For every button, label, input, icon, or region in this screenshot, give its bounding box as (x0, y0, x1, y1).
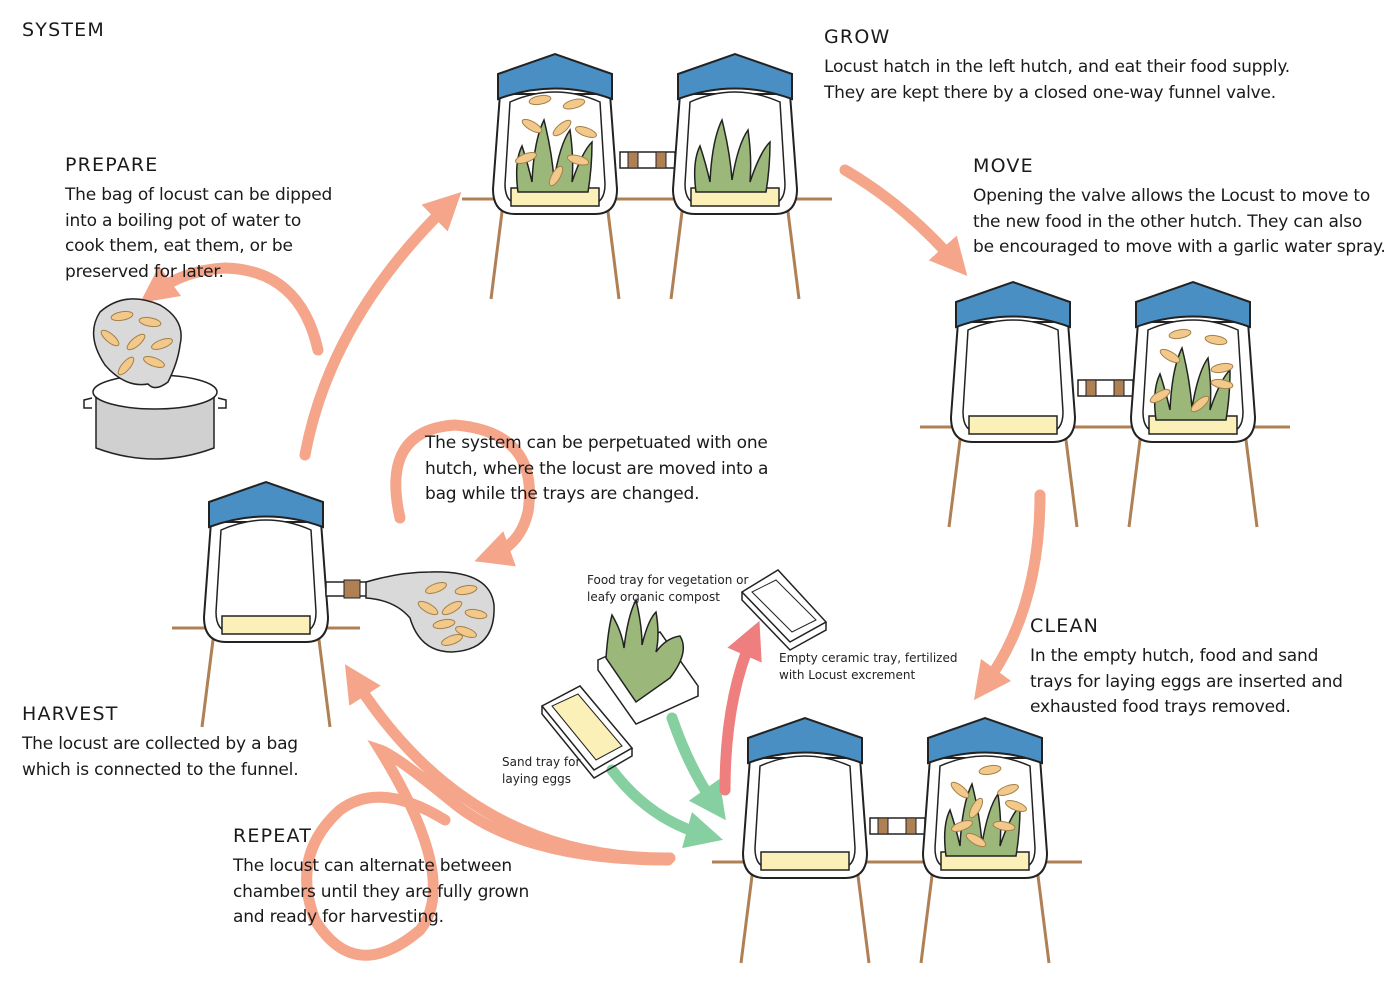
arrow-perpetuate-loop (390, 419, 535, 567)
arrow-move-to-clean (973, 489, 1046, 701)
cycle-arrows (139, 164, 1046, 961)
repeat-section: REPEAT The locust can alternate between … (233, 827, 529, 931)
move-section: MOVE Opening the valve allows the Locust… (973, 157, 1386, 261)
repeat-text: The locust can alternate between chamber… (233, 856, 530, 927)
move-heading: MOVE (973, 155, 1034, 177)
grow-hutches (462, 52, 832, 301)
empty-tray-out-arrow (719, 620, 762, 796)
grow-section: GROW Locust hatch in the left hutch, and… (824, 28, 1290, 106)
arrow-harvest-to-prepare (139, 262, 324, 356)
sand-tray-in-arrow (606, 764, 724, 849)
harvest-section: HARVEST The locust are collected by a ba… (22, 703, 299, 783)
tray-arrows (606, 620, 762, 849)
harvest-heading: HARVEST (22, 703, 119, 725)
prepare-section: PREPARE The bag of locust can be dipped … (65, 156, 332, 285)
food-tray-in-arrow (666, 712, 726, 821)
food-tray-label: Food tray for vegetation or leafy organi… (587, 573, 749, 604)
arrow-grow-to-move (839, 164, 968, 277)
repeat-heading: REPEAT (233, 825, 312, 847)
clean-text: In the empty hutch, food and sand trays … (1030, 646, 1343, 717)
clean-section: CLEAN In the empty hutch, food and sand … (1030, 617, 1343, 721)
food-tray-icon (596, 597, 700, 725)
repeat-loop-arrow (301, 739, 674, 961)
clean-hutches (712, 716, 1082, 965)
grow-text: Locust hatch in the left hutch, and eat … (824, 57, 1290, 103)
clean-heading: CLEAN (1030, 615, 1100, 637)
grow-heading: GROW (824, 26, 891, 48)
harvest-hutch (172, 480, 495, 729)
sand-tray-label: Sand tray for laying eggs (502, 755, 581, 786)
sand-tray-icon (540, 685, 634, 779)
perpetuate-note: The system can be perpetuated with one h… (425, 431, 768, 508)
empty-tray-icon (740, 569, 828, 651)
prepare-text: The bag of locust can be dipped into a b… (65, 185, 333, 282)
move-hutches (920, 280, 1290, 529)
harvest-text: The locust are collected by a bag which … (22, 734, 299, 780)
cooking-pot-icon (83, 298, 227, 460)
page-title: SYSTEM (22, 19, 105, 41)
perpetuate-text: The system can be perpetuated with one h… (425, 433, 769, 504)
move-text: Opening the valve allows the Locust to m… (973, 186, 1386, 257)
prepare-heading: PREPARE (65, 154, 159, 176)
empty-tray-label: Empty ceramic tray, fertilized with Locu… (779, 651, 958, 682)
arrow-harvest-to-grow (299, 191, 462, 461)
